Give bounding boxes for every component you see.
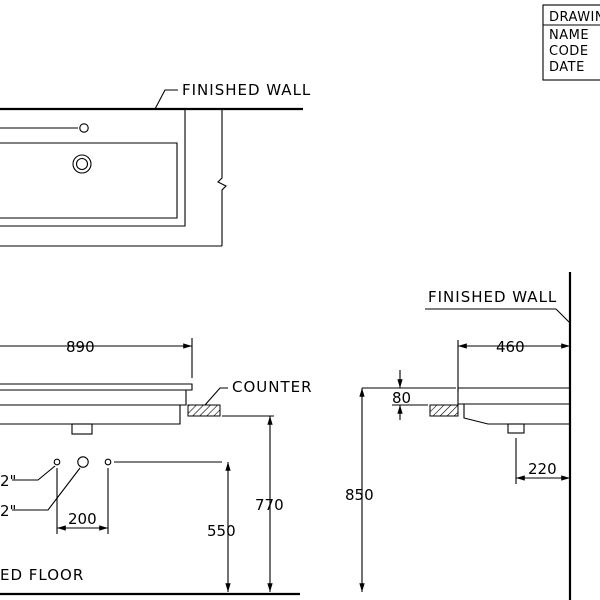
pipe-hole-right [104,458,112,466]
finished-wall-top-label: FINISHED WALL [182,81,311,99]
basin-outer-outline [0,108,186,227]
drain-inner [75,157,89,171]
dim-200-text: 200 [68,510,97,528]
front-drain-stub [71,423,93,435]
front-counter-hatch [187,404,221,417]
dim-80-text: 80 [392,389,411,407]
pipe-hole-center [77,456,89,468]
counter-leader [204,387,228,406]
pipe-label-1: 2" [0,472,16,490]
side-drain-stub [507,423,525,434]
front-view: 890 COUNTER 2" 2" 200 550 770 [0,338,313,596]
front-basin-top [0,383,193,406]
title-name-label: NAME [549,28,589,43]
title-block: DRAWIN NAME CODE DATE [542,4,600,81]
side-counter-hatch [429,404,459,417]
dim-850-text: 850 [345,486,374,504]
basin-bowl-outline [0,142,178,219]
title-code-label: CODE [549,44,589,59]
finished-wall-side-label: FINISHED WALL [428,288,557,306]
dim-460-text: 460 [496,338,525,356]
dim-890-text: 890 [66,338,95,356]
counter-label: COUNTER [232,378,313,396]
side-basin-profile [457,388,570,425]
title-date-label: DATE [549,60,585,75]
side-view: FINISHED WALL 460 80 850 220 [345,272,572,600]
side-wall-leader [555,308,571,324]
pipe-label-2: 2" [0,502,16,520]
drain-outer [72,154,92,174]
pipe-leader-2 [12,467,81,511]
break-line [217,109,227,246]
pipe-leader-1 [12,465,56,481]
dim-220-text: 220 [528,460,557,478]
finished-wall-leader [154,89,178,110]
pipe-hole-left [53,458,61,466]
title-drawing-label: DRAWIN [549,10,600,25]
tap-hole [79,123,89,133]
finished-floor-label: ED FLOOR [0,566,84,584]
plan-view: FINISHED WALL [0,81,311,247]
dim-550-text: 550 [207,522,236,540]
dim-770-text: 770 [255,496,284,514]
front-basin-body [0,404,181,425]
